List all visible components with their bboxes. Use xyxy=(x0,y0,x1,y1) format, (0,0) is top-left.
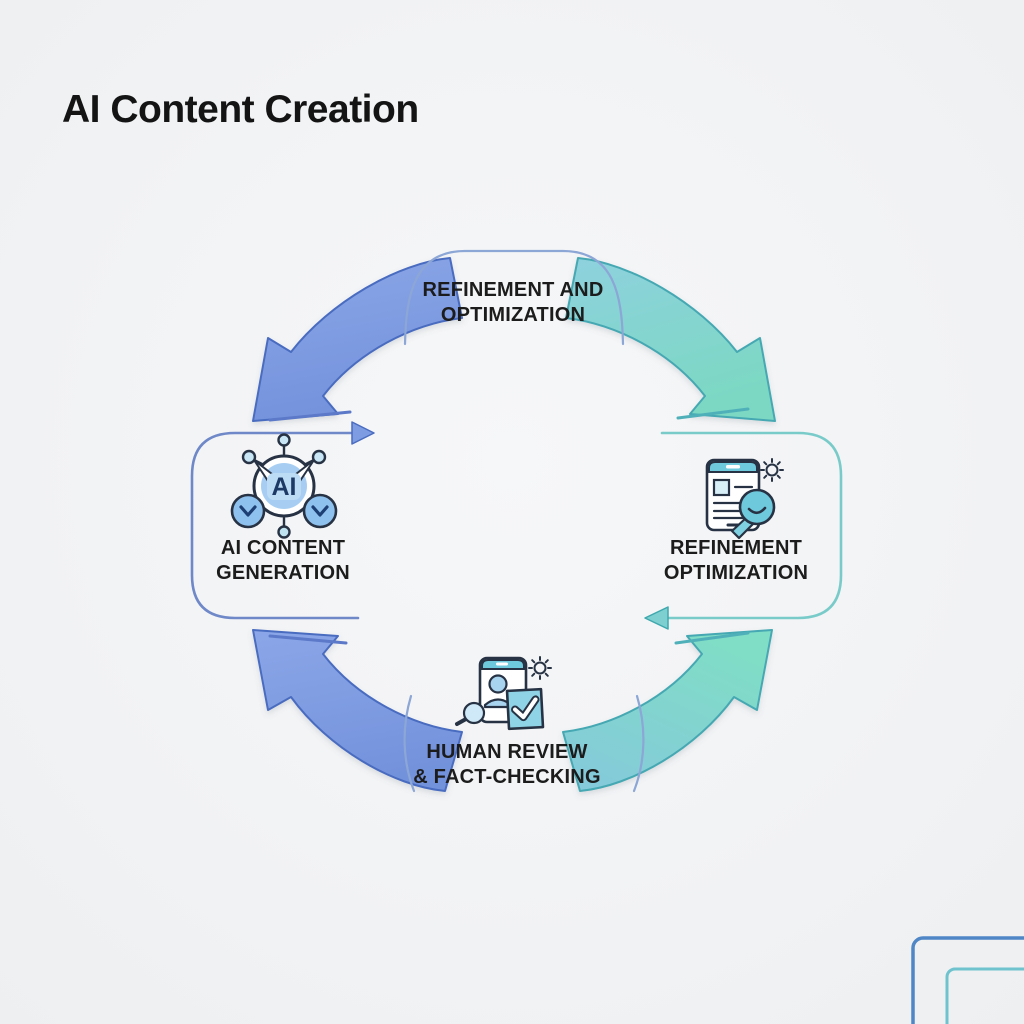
cycle-arrow-bottom-left xyxy=(252,629,463,792)
node-box-top xyxy=(403,249,625,346)
network-node-upper-left xyxy=(241,449,257,465)
chevron-down-icon xyxy=(302,493,338,529)
node-label-top: REFINEMENT AND OPTIMIZATION xyxy=(383,278,643,328)
sparkle-sun-icon xyxy=(528,656,552,680)
node-label-top-line2: OPTIMIZATION xyxy=(440,304,586,326)
node-box-left xyxy=(190,431,360,620)
accent-line-top-left xyxy=(268,410,352,422)
flow-arrowhead-left-icon xyxy=(644,606,669,630)
node-box-right xyxy=(660,431,843,620)
network-node-bottom xyxy=(277,525,291,539)
accent-line-bottom-left xyxy=(268,634,348,645)
ai-icon-label: AI xyxy=(272,473,297,501)
network-node-upper-right xyxy=(311,449,327,465)
magnifier-icon xyxy=(455,701,486,726)
checkmark-icon xyxy=(505,687,545,731)
node-label-top-line1: REFINEMENT AND xyxy=(422,279,604,301)
node-label-left: AI CONTENT GENERATION xyxy=(163,536,403,586)
accent-line-bottom-right xyxy=(674,631,750,645)
network-node-top xyxy=(277,433,291,447)
corner-frame-decoration xyxy=(911,936,1024,1024)
node-label-left-line2: GENERATION xyxy=(216,562,350,584)
node-bracket-bottom-left xyxy=(403,694,416,793)
phone-review-check-icon xyxy=(455,656,552,731)
node-label-right-line1: REFINEMENT xyxy=(670,537,802,559)
sparkle-sun-icon xyxy=(760,458,784,482)
node-outlines xyxy=(190,249,843,793)
accent-line-top-right xyxy=(676,407,750,420)
node-label-left-line1: AI CONTENT xyxy=(220,537,346,559)
node-bracket-bottom-right xyxy=(632,694,645,793)
flow-arrowhead-right-icon xyxy=(351,421,375,445)
arrow-accent-lines xyxy=(268,407,750,645)
chevron-down-icon xyxy=(230,493,266,529)
document-search-icon xyxy=(705,458,784,540)
page-title: AI Content Creation xyxy=(62,88,419,131)
node-label-right: REFINEMENT OPTIMIZATION xyxy=(616,536,856,586)
magnifier-icon xyxy=(730,488,776,540)
node-label-bottom: HUMAN REVIEW & FACT-CHECKING xyxy=(377,740,637,790)
node-label-right-line2: OPTIMIZATION xyxy=(663,562,809,584)
node-label-bottom-line1: HUMAN REVIEW xyxy=(426,741,588,763)
ai-network-icon: AI xyxy=(230,433,338,539)
node-label-bottom-line2: & FACT-CHECKING xyxy=(413,766,601,788)
